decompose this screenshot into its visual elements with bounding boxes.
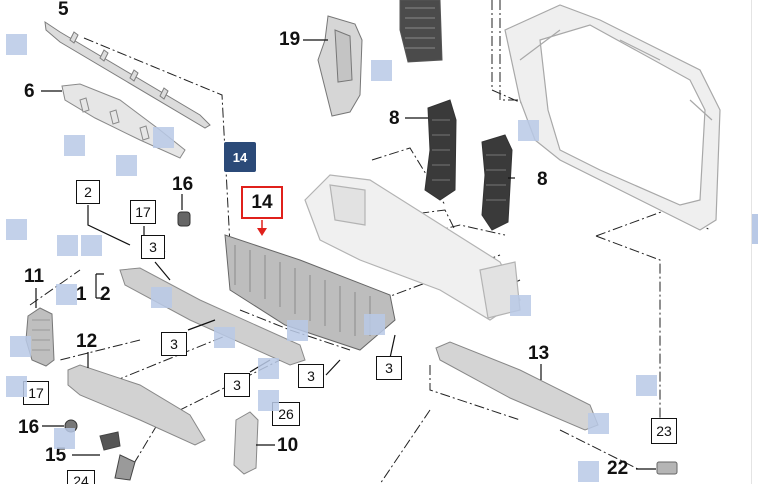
hotspot-shutter-b[interactable] xyxy=(364,314,385,335)
callout-part-5[interactable]: 5 xyxy=(58,0,69,20)
hotspot-part-11[interactable] xyxy=(10,336,31,357)
part-16-clip-upper xyxy=(177,211,191,227)
part-12-trim-strip xyxy=(67,364,206,446)
part-5-bracket xyxy=(44,20,211,129)
side-panel-tab[interactable] xyxy=(752,214,758,244)
part-11-side-grille xyxy=(25,307,55,367)
hotspot-part-19[interactable] xyxy=(371,60,392,81)
callout-part-16-lower[interactable]: 16 xyxy=(18,417,40,438)
hotspot-part-10[interactable] xyxy=(258,390,279,411)
callout-part-22[interactable]: 22 xyxy=(607,458,629,479)
callout-part-8-lower[interactable]: 8 xyxy=(537,169,548,190)
ref-box-3-d[interactable]: 3 xyxy=(298,364,324,388)
selected-part-callout[interactable]: 14 xyxy=(241,186,283,219)
hotspot-beam[interactable] xyxy=(510,295,531,316)
callout-part-8-upper[interactable]: 8 xyxy=(389,108,400,129)
hotspot-part-22[interactable] xyxy=(578,461,599,482)
callout-part-13[interactable]: 13 xyxy=(528,343,550,364)
bumper-crash-beam xyxy=(304,174,521,321)
hotspot-part-5[interactable] xyxy=(6,34,27,55)
viewer-edge-divider xyxy=(751,0,752,484)
callout-part-12[interactable]: 12 xyxy=(76,331,98,352)
part-8-lower-bracket xyxy=(481,134,513,231)
hotspot-part-13[interactable] xyxy=(636,375,657,396)
hotspot-rail-a[interactable] xyxy=(151,287,172,308)
part-15-sensor xyxy=(99,431,136,481)
callout-part-19[interactable]: 19 xyxy=(279,29,301,50)
hotspot-part-6-b[interactable] xyxy=(153,127,174,148)
selected-part-badge[interactable]: 14 xyxy=(224,142,256,172)
ref-box-24[interactable]: 24 xyxy=(67,470,95,484)
callout-part-2[interactable]: 2 xyxy=(100,284,111,305)
hotspot-left-a[interactable] xyxy=(6,219,27,240)
callout-part-1[interactable]: 1 xyxy=(76,284,87,305)
hotspot-rail-b[interactable] xyxy=(214,327,235,348)
hotspot-left-b[interactable] xyxy=(57,235,78,256)
ref-box-2[interactable]: 2 xyxy=(76,180,100,204)
part-14-air-shutter xyxy=(224,234,396,351)
hotspot-part-12[interactable] xyxy=(6,376,27,397)
hotspot-part-13-end[interactable] xyxy=(588,413,609,434)
ref-box-3-e[interactable]: 3 xyxy=(376,356,402,380)
part-upper-shroud xyxy=(399,0,443,63)
callout-part-6[interactable]: 6 xyxy=(24,81,35,102)
ref-box-23[interactable]: 23 xyxy=(651,418,677,444)
hotspot-part-6-c[interactable] xyxy=(116,155,137,176)
hotspot-left-c[interactable] xyxy=(81,235,102,256)
part-10-bracket xyxy=(233,411,259,475)
ref-box-17-upper[interactable]: 17 xyxy=(130,200,156,224)
hotspot-frame[interactable] xyxy=(518,120,539,141)
hotspot-part-2[interactable] xyxy=(56,284,77,305)
hotspot-clip[interactable] xyxy=(258,358,279,379)
part-13-lower-shield xyxy=(435,341,599,431)
hotspot-part-16-lower[interactable] xyxy=(54,428,75,449)
radiator-carrier-frame xyxy=(504,4,721,231)
hotspot-shutter-a[interactable] xyxy=(287,320,308,341)
callout-part-16-upper[interactable]: 16 xyxy=(172,174,194,195)
part-8-upper-bracket xyxy=(424,99,457,201)
part-22-fastener xyxy=(656,461,678,475)
hotspot-part-6-a[interactable] xyxy=(64,135,85,156)
ref-box-17-lower[interactable]: 17 xyxy=(23,381,49,405)
callout-part-15[interactable]: 15 xyxy=(45,445,67,466)
callout-part-11[interactable]: 11 xyxy=(24,266,45,287)
part-19-air-duct xyxy=(317,15,363,117)
ref-box-3-c[interactable]: 3 xyxy=(224,373,250,397)
ref-box-3-b[interactable]: 3 xyxy=(161,332,187,356)
ref-box-3-a[interactable]: 3 xyxy=(141,235,165,259)
callout-part-10[interactable]: 10 xyxy=(277,435,299,456)
